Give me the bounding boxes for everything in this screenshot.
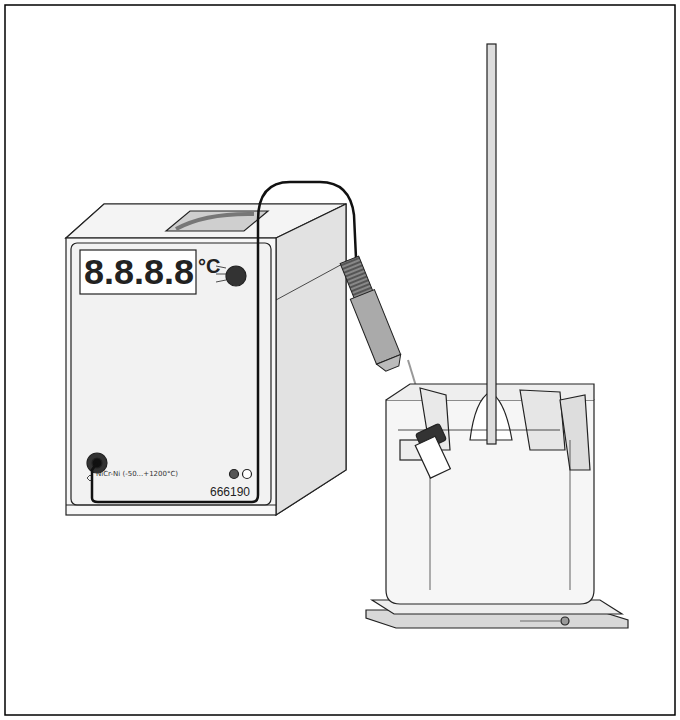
thermocouple-cable: [92, 182, 356, 502]
sensor-type-label: NiCr-Ni (-50...+1200°C): [96, 471, 178, 478]
stirring-rod: [487, 44, 496, 444]
model-number: 666190: [210, 486, 250, 498]
unit-label: °C: [198, 256, 220, 276]
frame: [5, 5, 675, 715]
thermometer-housing: [66, 204, 346, 515]
thermocouple-probe: [336, 255, 404, 373]
display-digits: 8.8.8.8: [84, 254, 194, 290]
